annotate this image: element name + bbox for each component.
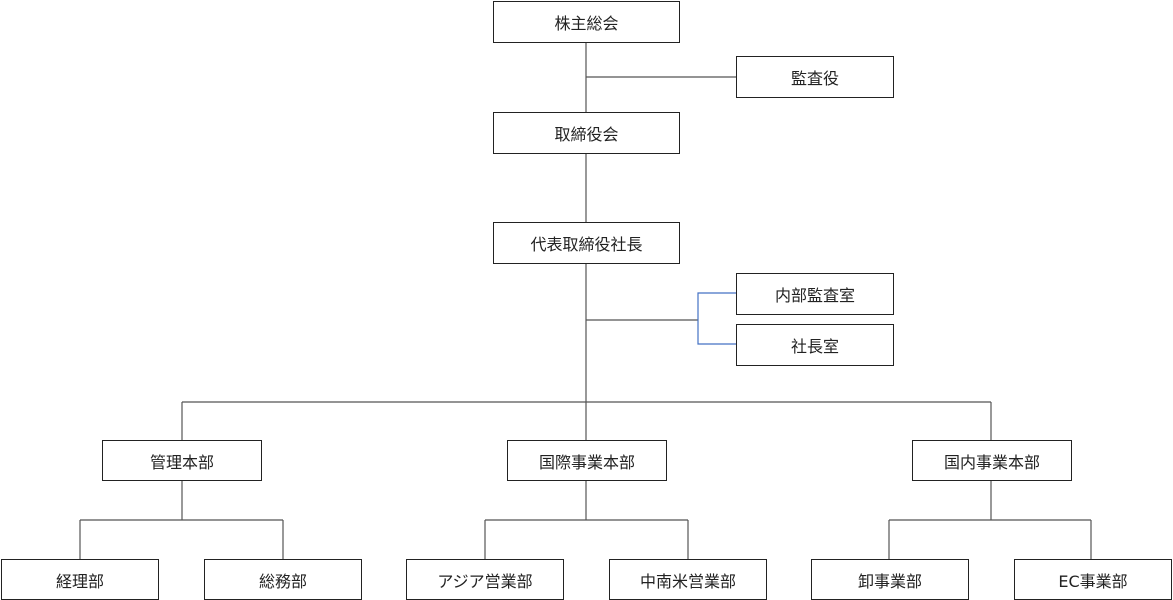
president-label: 代表取締役社長 bbox=[530, 235, 643, 254]
general-affairs-department-box: 総務部 bbox=[204, 559, 362, 600]
asia-sales-department-box: アジア営業部 bbox=[406, 559, 564, 600]
president-office-box: 社長室 bbox=[736, 324, 894, 366]
international-division-label: 国際事業本部 bbox=[538, 452, 635, 472]
auditor-box: 監査役 bbox=[736, 56, 894, 98]
asia-sales-department-label: アジア営業部 bbox=[437, 571, 533, 591]
management-division-box: 管理本部 bbox=[102, 440, 262, 481]
general-affairs-department-label: 総務部 bbox=[258, 571, 307, 591]
management-division-label: 管理本部 bbox=[149, 452, 214, 472]
president-office-label: 社長室 bbox=[790, 337, 839, 356]
internal-audit-office-label: 内部監査室 bbox=[774, 286, 855, 305]
international-division-box: 国際事業本部 bbox=[507, 440, 667, 481]
shareholders-meeting-box: 株主総会 bbox=[493, 1, 680, 43]
president-box: 代表取締役社長 bbox=[493, 222, 680, 264]
internal-audit-office-box: 内部監査室 bbox=[736, 273, 894, 315]
accounting-department-label: 経理部 bbox=[55, 571, 104, 591]
board-of-directors-label: 取締役会 bbox=[554, 125, 619, 144]
latam-sales-department-label: 中南米営業部 bbox=[639, 571, 736, 591]
board-of-directors-box: 取締役会 bbox=[493, 112, 680, 154]
auditor-label: 監査役 bbox=[790, 69, 839, 88]
domestic-division-box: 国内事業本部 bbox=[912, 440, 1072, 481]
shareholders-meeting-label: 株主総会 bbox=[554, 14, 619, 33]
accounting-department-box: 経理部 bbox=[1, 559, 159, 600]
latam-sales-department-box: 中南米営業部 bbox=[609, 559, 767, 600]
connector-staff-bracket bbox=[697, 292, 737, 345]
ec-department-label: EC事業部 bbox=[1058, 571, 1128, 591]
ec-department-box: EC事業部 bbox=[1014, 559, 1172, 600]
domestic-division-label: 国内事業本部 bbox=[943, 452, 1040, 472]
wholesale-department-box: 卸事業部 bbox=[811, 559, 969, 600]
wholesale-department-label: 卸事業部 bbox=[857, 571, 922, 591]
